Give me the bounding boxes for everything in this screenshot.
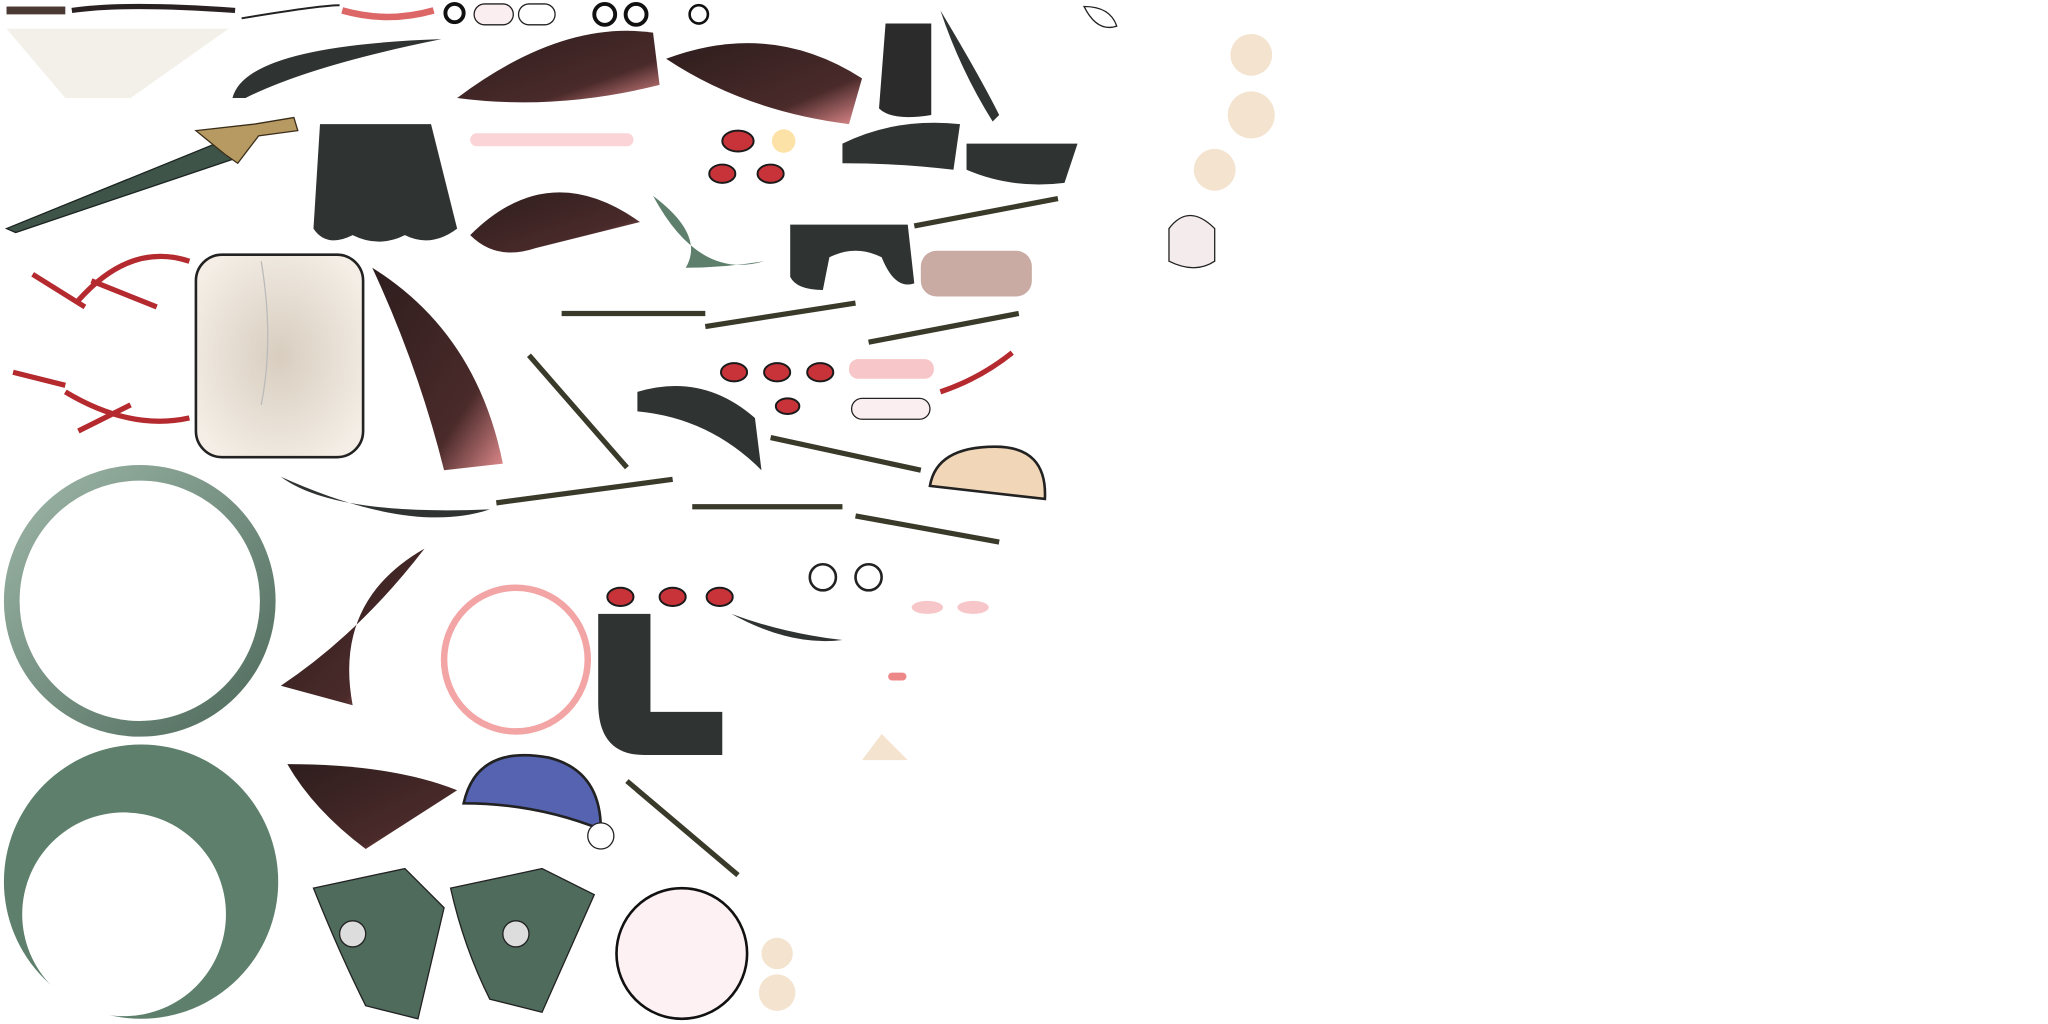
pillow (194, 253, 365, 459)
shadow-fan (6, 28, 229, 98)
eye-parts (606, 129, 835, 608)
face-base (615, 886, 749, 1021)
green-blade (653, 195, 765, 268)
slash-effects (12, 253, 1014, 434)
paw-parts (758, 33, 1275, 1011)
nightcap (462, 753, 615, 850)
top-strip-parts (6, 1, 1118, 28)
bread-piece (928, 445, 1047, 501)
sword (4, 116, 299, 234)
cup-piece (1168, 214, 1216, 269)
pink-ring (440, 584, 592, 735)
iron-object (879, 23, 932, 118)
green-ring (3, 464, 276, 737)
mech-parts (312, 867, 596, 1020)
weapon-parts (495, 195, 1059, 878)
wing-parts (280, 30, 863, 849)
hair-parts (232, 10, 1078, 755)
face-parts (470, 129, 1032, 681)
green-crescent (3, 744, 279, 1019)
